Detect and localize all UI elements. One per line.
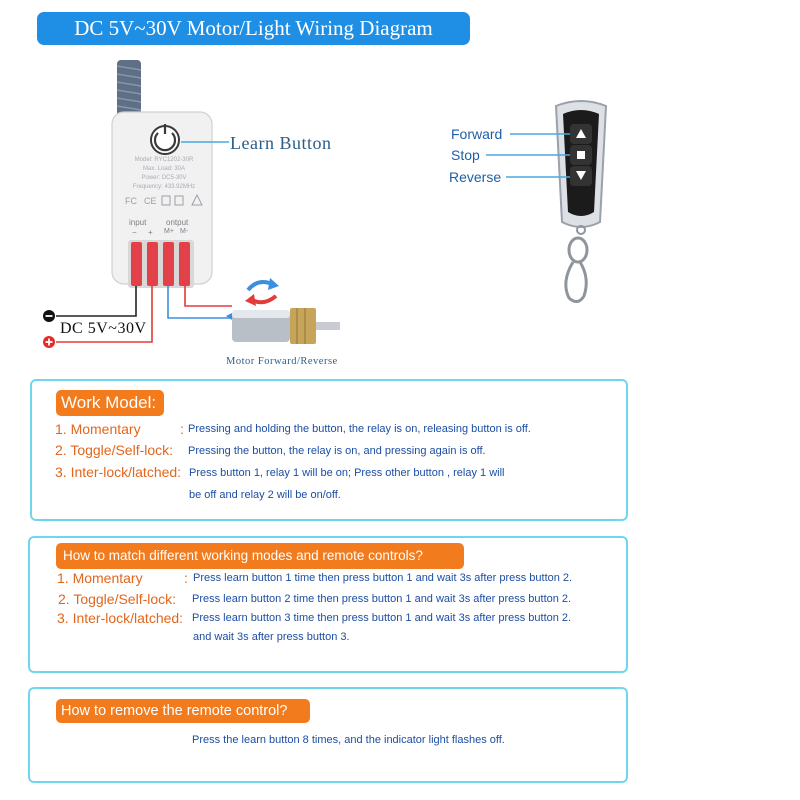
receiver-model-line: Model: RYC1202-30R xyxy=(134,157,194,163)
work-mode-1-name: 1. Momentary xyxy=(55,421,141,437)
work-mode-2-name: 2. Toggle/Self-lock: xyxy=(55,442,174,458)
matching-header: How to match different working modes and… xyxy=(56,543,464,569)
match-mode-3-desc-cont: and wait 3s after press button 3. xyxy=(193,631,350,643)
terminal-sign-mminus: M- xyxy=(180,228,189,235)
receiver-input-label: input xyxy=(129,218,147,227)
terminal-block xyxy=(128,240,194,288)
power-voltage-label: DC 5V~30V xyxy=(60,320,147,337)
receiver-model-line: Frequency: 433.92MHz xyxy=(132,184,196,190)
certification-icons: FC CE xyxy=(125,193,203,206)
match-mode-1-colon: : xyxy=(184,570,188,586)
diagram-title: DC 5V~30V Motor/Light Wiring Diagram xyxy=(37,12,470,45)
match-mode-3-desc: Press learn button 3 time then press but… xyxy=(192,612,572,624)
match-mode-1-desc: Press learn button 1 time then press but… xyxy=(193,572,573,584)
receiver-model-info: Model: RYC1202-30R Max. Load: 30A Power:… xyxy=(124,156,204,192)
learn-button-icon[interactable] xyxy=(150,124,180,155)
work-mode-3-desc: Press button 1, relay 1 will be on; Pres… xyxy=(189,467,505,479)
match-mode-2-desc: Press learn button 2 time then press but… xyxy=(192,593,572,605)
work-model-header: Work Model: xyxy=(56,390,164,416)
learn-button-label: Learn Button xyxy=(230,133,332,153)
receiver-model-line: Max. Load: 30A xyxy=(142,166,186,172)
match-mode-2-name: 2. Toggle/Self-lock: xyxy=(58,591,177,607)
receiver-model-line: Power: DC5-30V xyxy=(141,175,187,181)
svg-text:CE: CE xyxy=(144,196,157,206)
positive-terminal-icon xyxy=(43,336,55,348)
terminal-sign-neg: − xyxy=(132,228,137,237)
work-mode-3-desc-cont: be off and relay 2 will be on/off. xyxy=(189,489,341,501)
work-mode-1-colon: : xyxy=(180,421,184,437)
rotation-arrows-icon xyxy=(245,278,279,306)
reverse-button-icon[interactable] xyxy=(570,166,592,186)
remove-desc: Press the learn button 8 times, and the … xyxy=(192,734,505,746)
wiring-diagram: FC CE xyxy=(43,60,608,348)
terminal-slots xyxy=(131,242,190,286)
receiver-output-label: ontput xyxy=(166,218,189,227)
stop-label: Stop xyxy=(451,147,480,163)
terminal-sign-pos: + xyxy=(148,228,153,237)
work-mode-1-desc: Pressing and holding the button, the rel… xyxy=(188,423,531,435)
match-mode-1-name: 1. Momentary xyxy=(57,570,143,586)
wires xyxy=(56,286,232,343)
work-mode-2-desc: Pressing the button, the relay is on, an… xyxy=(188,445,486,457)
terminal-sign-mplus: M+ xyxy=(164,228,174,235)
stop-button-icon[interactable] xyxy=(570,145,592,165)
work-mode-3-name: 3. Inter-lock/latched: xyxy=(55,464,182,480)
svg-text:FC: FC xyxy=(125,196,137,206)
motor-image xyxy=(232,308,340,344)
motor-label: Motor Forward/Reverse xyxy=(226,356,338,367)
antenna xyxy=(116,60,142,116)
forward-label: Forward xyxy=(451,126,503,142)
remote-pointer-lines xyxy=(486,133,570,178)
match-mode-3-name: 3. Inter-lock/latched: xyxy=(57,610,184,626)
reverse-label: Reverse xyxy=(449,169,502,185)
negative-terminal-icon xyxy=(43,310,55,322)
remove-header: How to remove the remote control? xyxy=(56,699,310,723)
forward-button-icon[interactable] xyxy=(570,124,592,144)
